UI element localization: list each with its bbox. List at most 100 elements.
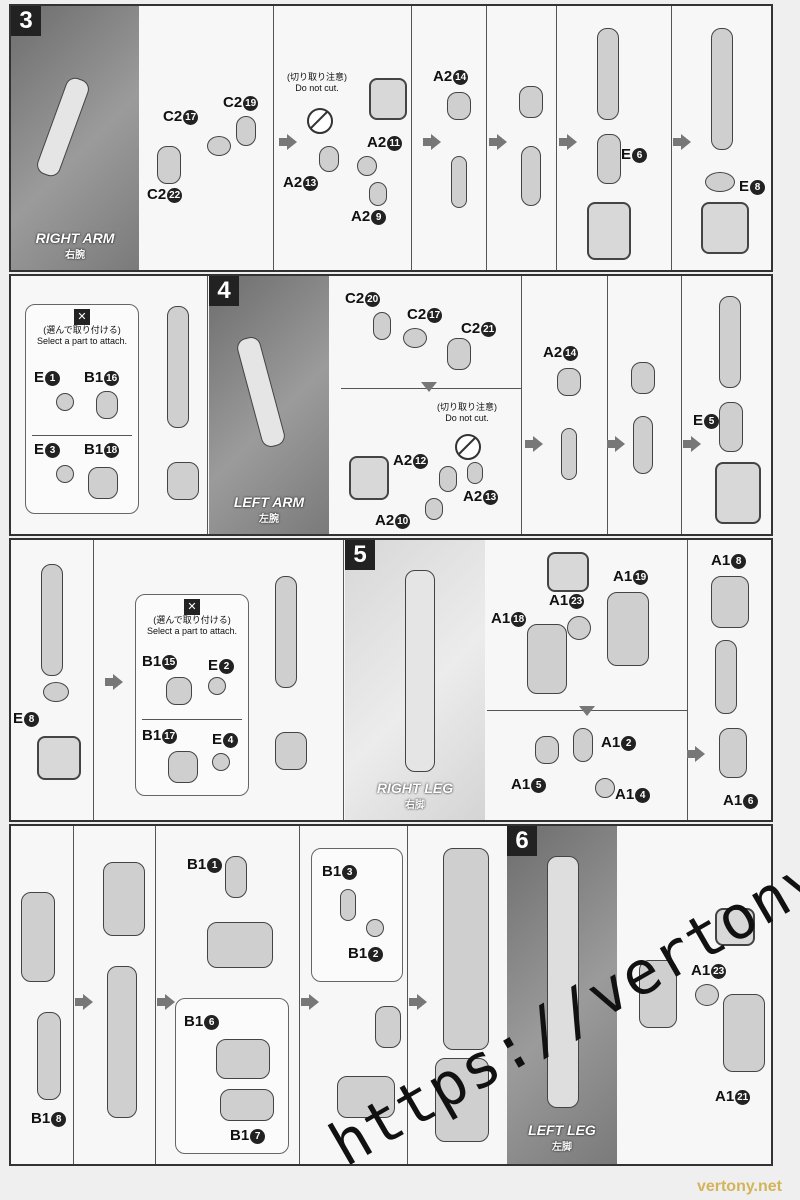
- divider: [556, 6, 557, 270]
- arm-illustration: [34, 74, 92, 180]
- hand-select-callout: ✕ (選んで取り付ける) Select a part to attach. B1…: [135, 594, 249, 796]
- joint-part: [207, 136, 231, 156]
- knee-part: [535, 736, 559, 764]
- flow-arrow: [559, 134, 577, 150]
- hand-cover-part: [719, 402, 743, 452]
- thigh-armor-part: [711, 576, 749, 628]
- section-label-jp: 右脚: [405, 800, 425, 811]
- elbow-part: [467, 462, 483, 484]
- section-label-en: RIGHT ARM: [35, 230, 115, 246]
- section-label-jp: 右腕: [65, 250, 85, 261]
- brand-watermark: vertony.net: [696, 1178, 782, 1195]
- flow-arrow: [489, 134, 507, 150]
- shoe-part: [337, 1076, 395, 1118]
- flow-arrow: [607, 436, 625, 452]
- divider: [93, 540, 94, 820]
- select-icon: ✕: [184, 599, 200, 615]
- flow-arrow: [75, 994, 93, 1010]
- joint-part: [695, 984, 719, 1006]
- ankle-part: [340, 889, 356, 921]
- arm-cap-part: [557, 368, 581, 396]
- arm-assembly: [631, 362, 655, 394]
- arm-illustration: [234, 334, 288, 450]
- forearm-part: [373, 312, 391, 340]
- leg-frame-part: [715, 640, 737, 714]
- detail-icon-box: [715, 462, 761, 524]
- separator: [142, 719, 242, 720]
- hand-part: [212, 753, 230, 771]
- note-en: Do not cut.: [445, 413, 489, 423]
- hand-part: [88, 467, 118, 499]
- joint-part: [567, 616, 591, 640]
- flow-arrow: [421, 382, 437, 392]
- right-leg-photo: 5 RIGHT LEG 右脚: [345, 540, 485, 820]
- left-arm-photo: 4 LEFT ARM 左腕: [209, 276, 329, 534]
- joint-part: [403, 328, 427, 348]
- left-leg-photo: 6 LEFT LEG 左脚: [507, 826, 617, 1164]
- joint-part: [366, 919, 384, 937]
- divider: [671, 6, 672, 270]
- note-en: Select a part to attach.: [146, 626, 238, 636]
- flow-arrow: [525, 436, 543, 452]
- note-en: Select a part to attach.: [36, 336, 128, 346]
- elbow-part: [439, 466, 457, 492]
- flow-arrow: [105, 674, 123, 690]
- lower-leg-part: [719, 728, 747, 778]
- detail-icon-box: [369, 78, 407, 120]
- divider: [687, 540, 688, 820]
- divider: [521, 276, 522, 534]
- note-jp: (切り取り注意): [287, 72, 347, 82]
- arm-cap-part: [447, 92, 471, 120]
- select-icon: ✕: [74, 309, 90, 325]
- wrist-part: [43, 682, 69, 702]
- arm-assembly: [633, 416, 653, 474]
- upper-arm-part: [157, 146, 181, 184]
- divider: [681, 276, 682, 534]
- no-cut-icon: [307, 108, 333, 134]
- divider: [486, 6, 487, 270]
- flow-arrow: [301, 994, 319, 1010]
- flow-arrow: [683, 436, 701, 452]
- flow-arrow: [423, 134, 441, 150]
- shoe-part: [435, 1058, 489, 1142]
- arm-assembly: [167, 306, 189, 428]
- section-label-jp: 左脚: [552, 1142, 572, 1153]
- section-label: RIGHT LEG 右脚: [345, 780, 485, 811]
- thigh-frame-part: [607, 592, 649, 666]
- flow-arrow: [409, 994, 427, 1010]
- do-not-cut-note: (切り取り注意) Do not cut.: [281, 72, 353, 94]
- section-label-en: LEFT LEG: [528, 1122, 596, 1138]
- detail-icon-box: [715, 908, 755, 946]
- elbow-part: [369, 182, 387, 206]
- elbow-part: [425, 498, 443, 520]
- arm-assembly: [451, 156, 467, 208]
- right-arm-photo: 3 RIGHT ARM 右腕: [11, 6, 139, 270]
- note-en: Do not cut.: [295, 83, 339, 93]
- step-number: 3: [11, 6, 41, 36]
- do-not-cut-note: (切り取り注意) Do not cut.: [431, 402, 503, 424]
- no-cut-icon: [455, 434, 481, 460]
